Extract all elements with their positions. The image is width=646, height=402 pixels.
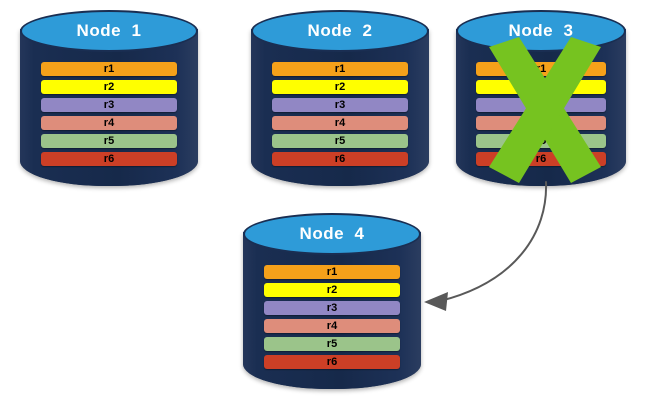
node-2-row-r4: r4 (272, 116, 408, 130)
node-2-row-list: r1 r2 r3 r4 r5 r6 (272, 62, 408, 166)
node-1-row-r2: r2 (41, 80, 177, 94)
node-3-row-r4: r4 (476, 116, 606, 130)
node-3[interactable]: Node 3 r1 r2 r3 r4 r5 r6 (456, 10, 626, 186)
node-2-cylinder-top (251, 10, 429, 52)
node-2-label: Node 2 (307, 21, 373, 40)
node-2-row-r1: r1 (272, 62, 408, 76)
node-4-row-r4: r4 (264, 319, 400, 333)
node-1-row-r1: r1 (41, 62, 177, 76)
node-4-row-r1: r1 (264, 265, 400, 279)
connector-path (439, 181, 548, 302)
node-1-row-r4: r4 (41, 116, 177, 130)
node-3-row-r5: r5 (476, 134, 606, 148)
node-4-row-r2: r2 (264, 283, 400, 297)
node-4-row-r3: r3 (264, 301, 400, 315)
node-3-row-r2: r2 (476, 80, 606, 94)
node-3-row-r3: r3 (476, 98, 606, 112)
node-3-row-list: r1 r2 r3 r4 r5 r6 (476, 62, 606, 166)
node-2-row-r5: r5 (272, 134, 408, 148)
node-3-row-r6: r6 (476, 152, 606, 166)
node-1-cylinder-top (20, 10, 198, 52)
node-1-row-r3: r3 (41, 98, 177, 112)
node-4[interactable]: Node 4 r1 r2 r3 r4 r5 r6 (243, 213, 421, 389)
node-1[interactable]: Node 1 r1 r2 r3 r4 r5 r6 (20, 10, 198, 186)
node-3-row-r1: r1 (476, 62, 606, 76)
node-2-row-r6: r6 (272, 152, 408, 166)
node-4-row-r5: r5 (264, 337, 400, 351)
node-4-row-r6: r6 (264, 355, 400, 369)
node-1-row-list: r1 r2 r3 r4 r5 r6 (41, 62, 177, 166)
node-1-row-r5: r5 (41, 134, 177, 148)
node-2-row-r2: r2 (272, 80, 408, 94)
node-1-row-r6: r6 (41, 152, 177, 166)
node-4-row-list: r1 r2 r3 r4 r5 r6 (264, 265, 400, 369)
node-2-row-r3: r3 (272, 98, 408, 112)
node-4-label: Node 4 (299, 224, 365, 243)
connector-arrowhead-icon (424, 292, 448, 311)
node-1-label: Node 1 (76, 21, 142, 40)
node-3-label: Node 3 (508, 21, 574, 40)
node-2[interactable]: Node 2 r1 r2 r3 r4 r5 r6 (251, 10, 429, 186)
node-4-cylinder-top (243, 213, 421, 255)
